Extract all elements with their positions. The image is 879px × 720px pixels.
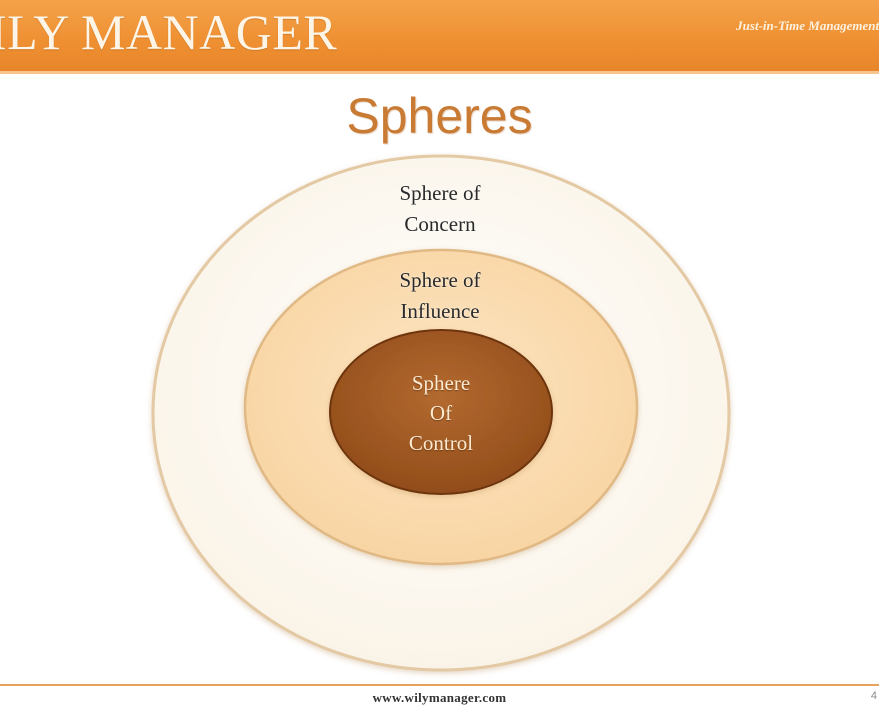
footer-divider [0,684,879,686]
page-number: 4 [870,690,877,702]
brand-logo-text: ILY MANAGER [0,4,338,60]
concern-line-2: Concern [404,212,476,236]
footer-url: www.wilymanager.com [372,690,507,705]
control-line-2: Of [429,401,453,425]
influence-line-1: Sphere of [399,268,481,292]
sphere-of-control-ring [329,329,553,495]
header-banner: ILY MANAGER Just-in-Time Management Ad [0,0,879,74]
sphere-of-influence-label: Sphere of Influence [340,265,540,327]
influence-line-2: Influence [400,299,480,323]
control-line-3: Control [408,431,474,455]
concern-line-1: Sphere of [399,181,481,205]
control-line-1: Sphere [411,371,471,395]
sphere-of-control-label: Sphere Of Control [341,368,541,458]
sphere-of-concern-label: Sphere of Concern [340,178,540,240]
slide-title: Spheres [346,88,533,144]
brand-tagline: Just-in-Time Management Ad [736,18,879,33]
